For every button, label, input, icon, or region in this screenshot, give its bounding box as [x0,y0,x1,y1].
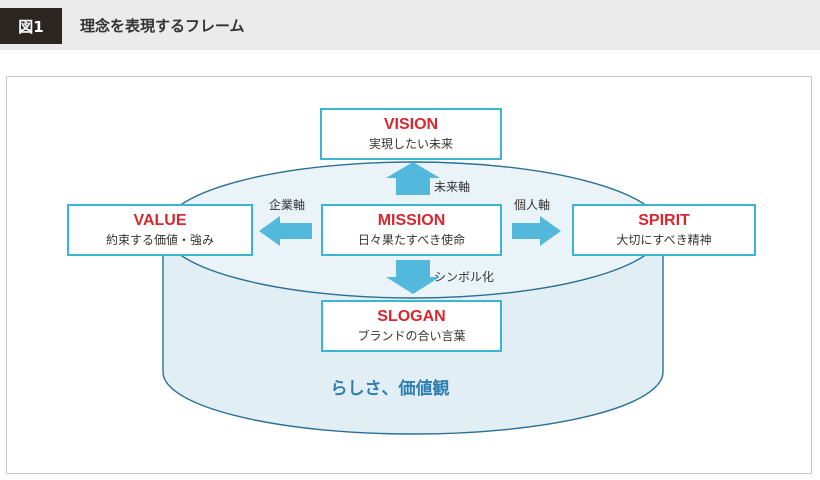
slogan-box: SLOGAN ブランドの合い言葉 [321,300,502,352]
slogan-title: SLOGAN [377,308,446,325]
mission-box: MISSION 日々果たすべき使命 [321,204,502,256]
arrow-right [512,216,561,246]
axis-label-company: 企業軸 [269,198,306,212]
vision-subtitle: 実現したい未来 [368,137,453,151]
mission-title: MISSION [377,212,446,229]
figure-number-badge: 図1 [0,8,62,44]
arrow-down [386,260,440,294]
vision-box: VISION 実現したい未来 [320,108,502,160]
axis-label-individual: 個人軸 [514,198,551,212]
axis-label-symbol: シンボル化 [434,270,495,284]
arrow-up [386,162,440,195]
spirit-box: SPIRIT 大切にすべき精神 [572,204,756,256]
vision-title: VISION [383,116,439,133]
figure-header [0,0,820,50]
spirit-subtitle: 大切にすべき精神 [616,233,712,247]
arrow-left [259,216,312,246]
value-title: VALUE [133,212,187,229]
slogan-subtitle: ブランドの合い言葉 [357,329,466,343]
figure-title: 理念を表現するフレーム [80,17,245,35]
diagram-frame [6,76,812,474]
mission-subtitle: 日々果たすべき使命 [357,233,466,247]
spirit-title: SPIRIT [638,212,690,229]
base-label: らしさ、価値観 [330,379,450,399]
axis-label-future: 未来軸 [434,180,471,194]
value-box: VALUE 約束する価値・強み [67,204,253,256]
value-subtitle: 約束する価値・強み [105,233,214,247]
